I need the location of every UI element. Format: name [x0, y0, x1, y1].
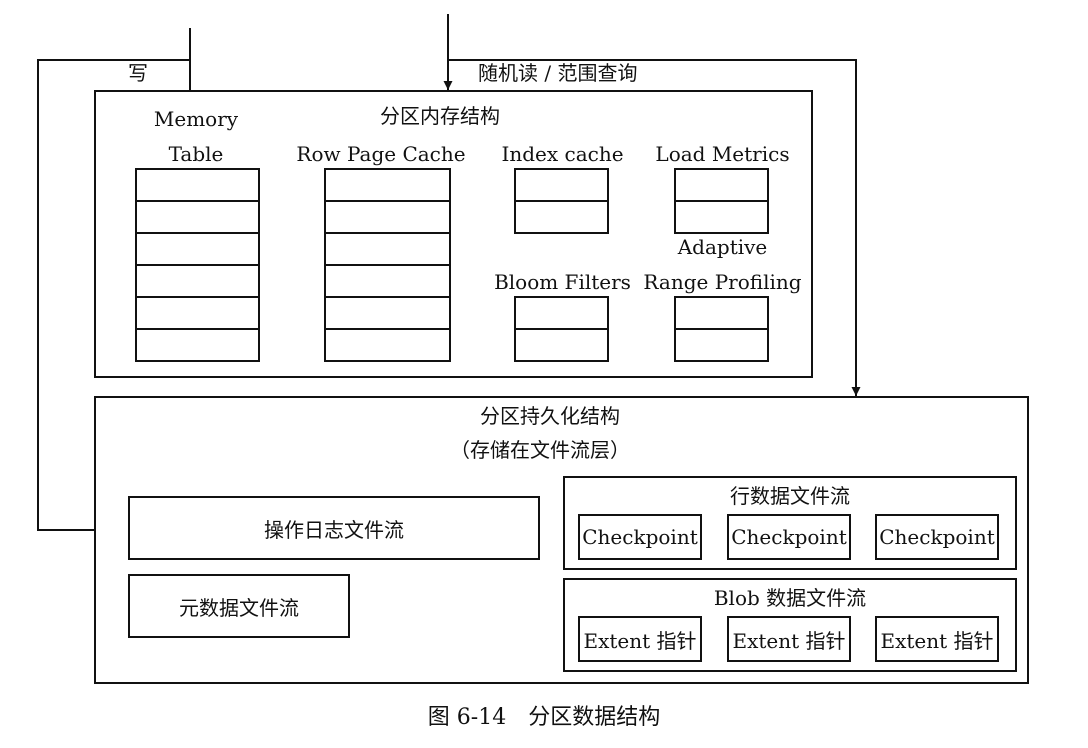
row-page-cache-cell: [324, 328, 451, 362]
checkpoint-box-1: Checkpoint: [578, 514, 702, 560]
load-metrics-label: Load Metrics: [655, 142, 790, 166]
index-cache-cell: [514, 168, 609, 202]
read-to-persistent-path: [448, 59, 861, 396]
write-label: 写: [128, 61, 148, 85]
load-metrics-cell: [674, 168, 769, 202]
memory-table-cell: [135, 200, 260, 234]
row-data-stream-label: 行数据文件流: [730, 484, 850, 508]
checkpoint-box-2: Checkpoint: [727, 514, 851, 560]
oplog-stream-label: 操作日志文件流: [264, 517, 404, 542]
row-page-cache-cell: [324, 200, 451, 234]
memory-table-label-line2: Table: [168, 142, 224, 166]
index-cache-label: Index cache: [501, 142, 624, 166]
row-page-cache-cell: [324, 264, 451, 298]
bloom-filters-label: Bloom Filters: [494, 270, 631, 294]
metadata-stream-box: 元数据文件流: [128, 574, 350, 638]
persistent-structure-title: 分区持久化结构: [480, 404, 620, 428]
extent-pointer-box-3: Extent 指针: [875, 616, 999, 662]
memory-table-cell: [135, 296, 260, 330]
memory-table-cell: [135, 168, 260, 202]
checkpoint-label: Checkpoint: [879, 525, 995, 549]
memory-table-cell: [135, 328, 260, 362]
load-metrics-cell: [674, 200, 769, 234]
bloom-filters-cell: [514, 328, 609, 362]
row-page-cache-cell: [324, 168, 451, 202]
persistent-structure-subtitle: （存储在文件流层）: [450, 438, 630, 462]
extent-pointer-label: Extent 指针: [732, 628, 846, 653]
bloom-filters-cell: [514, 296, 609, 330]
adaptive-label-line2: Range Profiling: [643, 270, 802, 294]
metadata-stream-label: 元数据文件流: [179, 595, 299, 620]
memory-structure-title: 分区内存结构: [380, 104, 500, 128]
checkpoint-label: Checkpoint: [582, 525, 698, 549]
checkpoint-label: Checkpoint: [731, 525, 847, 549]
row-page-cache-cell: [324, 232, 451, 266]
memory-table-label-line1: Memory: [153, 107, 239, 131]
oplog-stream-box: 操作日志文件流: [128, 496, 540, 560]
row-page-cache-cell: [324, 296, 451, 330]
random-read-label: 随机读 / 范围查询: [478, 61, 638, 85]
figure-caption: 图 6-14 分区数据结构: [427, 705, 661, 730]
write-to-oplog-path: [37, 59, 190, 535]
index-cache-cell: [514, 200, 609, 234]
memory-table-cell: [135, 264, 260, 298]
row-page-cache-label: Row Page Cache: [296, 142, 466, 166]
blob-data-stream-label: Blob 数据文件流: [713, 586, 867, 610]
adaptive-range-profiling-cell: [674, 328, 769, 362]
extent-pointer-box-2: Extent 指针: [727, 616, 851, 662]
adaptive-range-profiling-cell: [674, 296, 769, 330]
extent-pointer-box-1: Extent 指针: [578, 616, 702, 662]
memory-table-cell: [135, 232, 260, 266]
checkpoint-box-3: Checkpoint: [875, 514, 999, 560]
extent-pointer-label: Extent 指针: [880, 628, 994, 653]
extent-pointer-label: Extent 指针: [583, 628, 697, 653]
adaptive-label-line1: Adaptive: [677, 235, 768, 259]
